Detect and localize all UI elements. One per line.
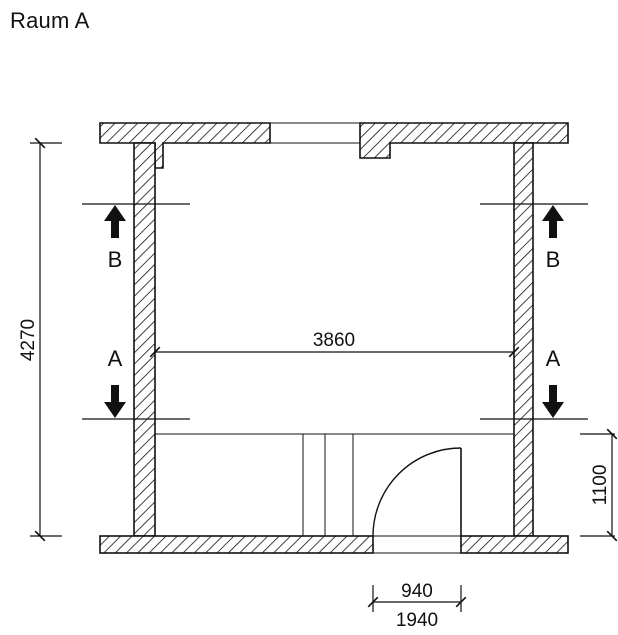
dimension-door-position-label: 1940 [396,610,438,631]
walls [99,122,569,554]
section-label-b-right: B [546,247,561,272]
top-wall-left [99,122,271,169]
arrow-down-icon [104,385,126,418]
interior-fixtures [155,433,514,536]
dimension-door-opening-label: 940 [401,581,433,602]
right-wall [513,142,534,537]
top-wall-right [359,122,569,159]
bottom-wall-left [99,535,374,554]
arrow-up-icon [104,205,126,238]
arrow-down-icon [542,385,564,418]
top-window [270,122,360,144]
door-swing-arc [372,447,462,537]
left-wall [133,142,156,537]
section-label-b-left: B [108,247,123,272]
section-lines [82,203,588,420]
plan-title: Raum A [10,8,90,33]
section-label-a-left: A [108,346,123,371]
bottom-wall-right [460,535,569,554]
section-label-a-right: A [546,346,561,371]
door [372,447,462,554]
dimension-width-label: 3860 [313,330,355,351]
dimension-height-label: 4270 [18,319,39,361]
dimension-sill-label: 1100 [590,465,611,506]
dimension-sill [580,428,618,542]
dimension-door [367,585,467,612]
arrow-up-icon [542,205,564,238]
dimension-height [30,137,62,542]
section-arrows [104,205,564,418]
